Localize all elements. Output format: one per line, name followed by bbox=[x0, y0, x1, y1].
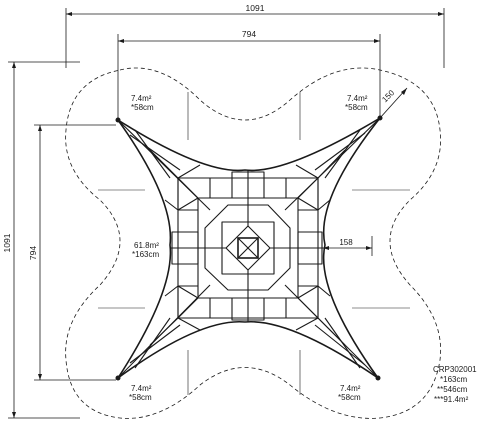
overall-width-label: 1091 bbox=[246, 3, 265, 13]
zone-label-center: 61.8m² *163cm bbox=[132, 241, 159, 259]
zone-height-center: *163cm bbox=[132, 250, 159, 259]
zone-area-center: 61.8m² bbox=[134, 241, 159, 250]
product-safety-area: ***91.4m² bbox=[434, 395, 469, 404]
zone-area-top-left: 7.4m² bbox=[131, 94, 152, 103]
product-total-height: **546cm bbox=[437, 385, 468, 394]
zone-area-bottom-left: 7.4m² bbox=[131, 384, 152, 393]
inner-height-label: 794 bbox=[28, 246, 38, 260]
corner-offset-dimension: 150 bbox=[379, 87, 408, 119]
overall-height-dimension: 1091 bbox=[2, 61, 80, 419]
zone-label-top-right: 7.4m² *58cm bbox=[345, 94, 368, 112]
inner-width-label: 794 bbox=[242, 29, 256, 39]
zone-height-bottom-left: *58cm bbox=[129, 393, 152, 402]
zone-area-bottom-right: 7.4m² bbox=[340, 384, 361, 393]
overall-height-label: 1091 bbox=[2, 233, 12, 252]
corner-offset-label: 150 bbox=[380, 88, 396, 104]
zone-height-bottom-right: *58cm bbox=[338, 393, 361, 402]
zone-height-top-left: *58cm bbox=[131, 103, 154, 112]
climbing-net-structure bbox=[115, 115, 383, 381]
zone-height-top-right: *58cm bbox=[345, 103, 368, 112]
zone-label-bottom-right: 7.4m² *58cm bbox=[338, 384, 361, 402]
safety-area-outline bbox=[65, 67, 441, 419]
arm-width-dimension: 158 bbox=[323, 236, 373, 256]
inner-height-dimension: 794 bbox=[28, 124, 116, 381]
arm-width-label: 158 bbox=[339, 238, 353, 247]
zone-area-top-right: 7.4m² bbox=[347, 94, 368, 103]
inner-width-dimension: 794 bbox=[117, 29, 381, 118]
product-code: CRP302001 bbox=[433, 365, 477, 374]
zone-label-bottom-left: 7.4m² *58cm bbox=[129, 384, 152, 402]
overall-width-dimension: 1091 bbox=[65, 3, 445, 68]
product-free-fall-height: *163cm bbox=[440, 375, 467, 384]
zone-label-top-left: 7.4m² *58cm bbox=[131, 94, 154, 112]
zone-dividers bbox=[98, 92, 410, 395]
product-info: CRP302001 *163cm **546cm ***91.4m² bbox=[433, 365, 477, 404]
